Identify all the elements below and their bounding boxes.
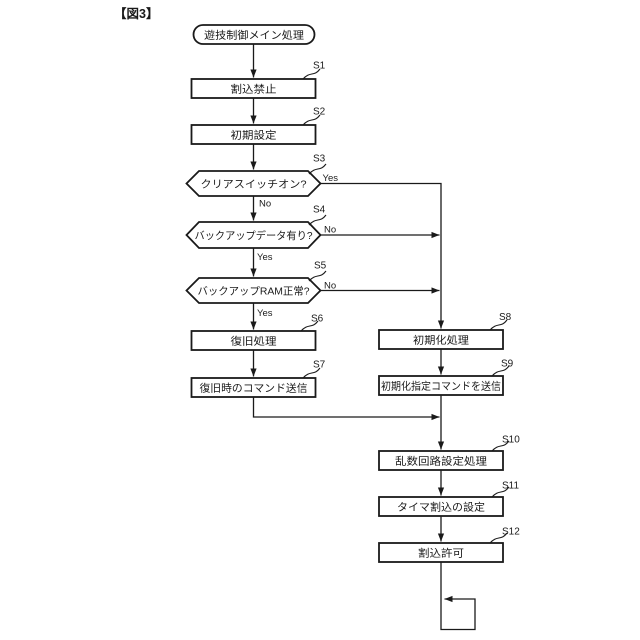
- node-start: 遊技制御メイン処理: [192, 24, 316, 45]
- step-id-s11: S11: [502, 481, 519, 492]
- process-box-s10: [378, 450, 504, 471]
- process-box-s9: [378, 375, 504, 396]
- node-s8: 初期化処理 S8: [378, 312, 512, 350]
- process-box-s1: [190, 78, 317, 99]
- step-id-s8: S8: [499, 312, 512, 323]
- decision-label-s5: バックアップRAM正常?: [198, 284, 310, 297]
- branch-label-s3-no: No: [259, 199, 271, 210]
- node-s7: 復旧時のコマンド送信 S7: [190, 360, 326, 398]
- step-id-s1: S1: [313, 61, 326, 72]
- process-label-s2: 初期設定: [231, 128, 278, 141]
- process-box-s8: [378, 329, 504, 350]
- node-s6: 復旧処理 S6: [190, 314, 324, 351]
- step-id-s12: S12: [502, 527, 520, 538]
- node-s2: 初期設定 S2: [190, 107, 326, 145]
- figure-title: 【図3】: [114, 6, 158, 21]
- connector-loop-back: [440, 562, 476, 631]
- step-id-s10: S10: [502, 435, 520, 446]
- decision-hexagon-s3: [185, 170, 322, 197]
- branch-label-s5-yes: Yes: [257, 308, 273, 319]
- connector-s3-yes-s8: [320, 182, 445, 329]
- decision-hexagon-s5: [185, 277, 322, 304]
- node-s5: バックアップRAM正常? S5: [185, 261, 327, 304]
- connectors: [250, 44, 476, 631]
- process-label-s9: 初期化指定コマンドを送信: [381, 379, 501, 392]
- node-s3: クリアスイッチオン? S3: [185, 154, 327, 197]
- branch-label-s3-yes: Yes: [323, 173, 339, 184]
- process-label-s10: 乱数回路設定処理: [395, 454, 488, 467]
- step-id-s6: S6: [311, 314, 324, 325]
- process-label-s7: 復旧時のコマンド送信: [200, 381, 308, 394]
- node-s11: タイマ割込の設定 S11: [378, 481, 519, 517]
- step-ref-line-s5: [308, 270, 327, 282]
- node-s12: 割込許可 S12: [378, 527, 520, 563]
- step-id-s2: S2: [313, 107, 326, 118]
- process-label-s8: 初期化処理: [413, 333, 470, 346]
- step-id-s3: S3: [313, 154, 326, 165]
- decision-hexagon-s4: [185, 221, 322, 249]
- process-label-s12: 割込許可: [418, 546, 464, 559]
- node-s4: バックアップデータ有り? S4: [185, 205, 327, 249]
- decision-label-s4: バックアップデータ有り?: [195, 229, 313, 242]
- process-box-s12: [378, 542, 504, 563]
- process-label-s6: 復旧処理: [231, 334, 278, 347]
- process-box-s11: [378, 496, 504, 517]
- branch-label-s4-yes: Yes: [257, 252, 273, 263]
- process-box-s6: [190, 330, 317, 351]
- process-label-s11: タイマ割込の設定: [397, 500, 486, 513]
- terminator-oval: [192, 24, 316, 45]
- branch-labels: Yes No No Yes No Yes: [257, 173, 338, 319]
- process-box-s7: [190, 377, 317, 398]
- node-s1: 割込禁止 S1: [190, 61, 326, 99]
- step-id-s4: S4: [313, 205, 326, 216]
- terminator-label: 遊技制御メイン処理: [204, 28, 305, 41]
- node-s10: 乱数回路設定処理 S10: [378, 435, 520, 471]
- branch-label-s4-no: No: [324, 225, 336, 236]
- node-s9: 初期化指定コマンドを送信 S9: [378, 359, 514, 396]
- step-id-s5: S5: [314, 261, 327, 272]
- step-id-s9: S9: [501, 359, 514, 370]
- decision-label-s3: クリアスイッチオン?: [201, 178, 307, 190]
- process-label-s1: 割込禁止: [231, 82, 277, 95]
- process-box-s2: [190, 124, 317, 145]
- step-id-s7: S7: [313, 360, 326, 371]
- connector-s7-join: [252, 397, 440, 421]
- step-ref-line-s4: [308, 214, 327, 226]
- branch-label-s5-no: No: [324, 281, 336, 292]
